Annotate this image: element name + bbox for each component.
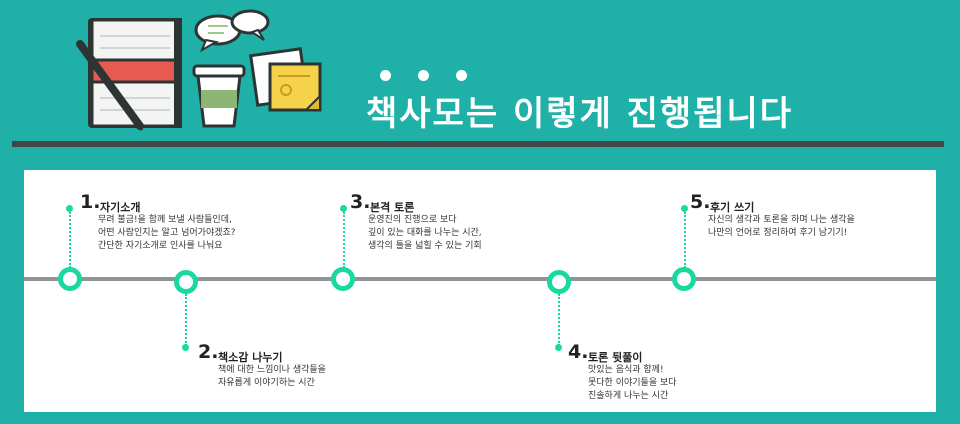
step-2-line: 자유롭게 이야기하는 시간 (218, 378, 315, 388)
step-1-connector (69, 212, 71, 268)
step-4-line: 진솔하게 나누는 시간 (588, 391, 669, 401)
step-5-title: 후기 쓰기 (710, 201, 755, 214)
step-3-title: 본격 토론 (370, 201, 415, 214)
step-1-marker (66, 205, 73, 212)
step-2-marker (182, 344, 189, 351)
step-3-node (331, 267, 355, 291)
title-dot (418, 70, 429, 81)
timeline-panel (24, 170, 936, 412)
notebook-icon (88, 18, 182, 128)
book-coffee-illustration (76, 9, 322, 131)
step-4-node (547, 270, 571, 294)
step-1-node (58, 267, 82, 291)
step-4-line: 못다한 이야기들을 보다 (588, 378, 677, 388)
pen-icon (76, 40, 144, 131)
step-2-number: 2. (198, 341, 219, 363)
step-2-title: 책소감 나누기 (218, 351, 283, 364)
step-4-line: 맛있는 음식과 함께! (588, 365, 664, 375)
chat-bubbles-icon (194, 9, 270, 53)
step-5-number: 5. (690, 191, 711, 213)
step-1-line: 무려 불금!을 함께 보낼 사람들인데, (98, 215, 232, 225)
coffee-cup-icon (192, 64, 246, 128)
step-4-marker (555, 344, 562, 351)
step-3-connector (343, 212, 345, 268)
title-dot (380, 70, 391, 81)
step-2-line: 책에 대한 느낌이나 생각들을 (218, 365, 326, 375)
step-5-connector (684, 212, 686, 268)
step-5-line: 나만의 언어로 정리하여 후기 남기기! (708, 228, 848, 238)
step-3-marker (340, 205, 347, 212)
step-5-description: 자신의 생각과 토론을 하며 나는 생각을 나만의 언어로 정리하여 후기 남기… (708, 214, 855, 240)
step-3-line: 생각의 틀을 넓힐 수 있는 기회 (368, 241, 482, 251)
step-2-description: 책에 대한 느낌이나 생각들을 자유롭게 이야기하는 시간 (218, 364, 326, 390)
step-1-title: 자기소개 (100, 201, 141, 214)
step-1-description: 무려 불금!을 함께 보낼 사람들인데, 어떤 사람인지는 알고 넘어가야겠죠?… (98, 214, 236, 253)
step-3-line: 깊이 있는 대화를 나누는 시간, (368, 228, 482, 238)
step-2-node (174, 270, 198, 294)
step-3-number: 3. (350, 191, 371, 213)
step-3-description: 운영진의 진행으로 보다 깊이 있는 대화를 나누는 시간, 생각의 틀을 넓힐… (368, 214, 482, 253)
step-4-connector (558, 294, 560, 346)
step-5-marker (681, 205, 688, 212)
step-3-line: 운영진의 진행으로 보다 (368, 215, 457, 225)
page-title: 책사모는 이렇게 진행됩니다 (366, 94, 794, 134)
step-1-line: 간단한 자기소개로 인사를 나눠요 (98, 241, 223, 251)
timeline-axis (24, 277, 936, 281)
step-1-number: 1. (80, 191, 101, 213)
step-1-line: 어떤 사람인지는 알고 넘어가야겠죠? (98, 228, 236, 238)
step-4-description: 맛있는 음식과 함께! 못다한 이야기들을 보다 진솔하게 나누는 시간 (588, 364, 677, 403)
title-dot (456, 70, 467, 81)
step-2-connector (185, 294, 187, 346)
step-4-title: 토론 뒷풀이 (588, 351, 643, 364)
header-divider (12, 141, 944, 147)
sticky-notes-icon (249, 47, 322, 112)
step-4-number: 4. (568, 341, 589, 363)
step-5-node (672, 267, 696, 291)
step-5-line: 자신의 생각과 토론을 하며 나는 생각을 (708, 215, 855, 225)
